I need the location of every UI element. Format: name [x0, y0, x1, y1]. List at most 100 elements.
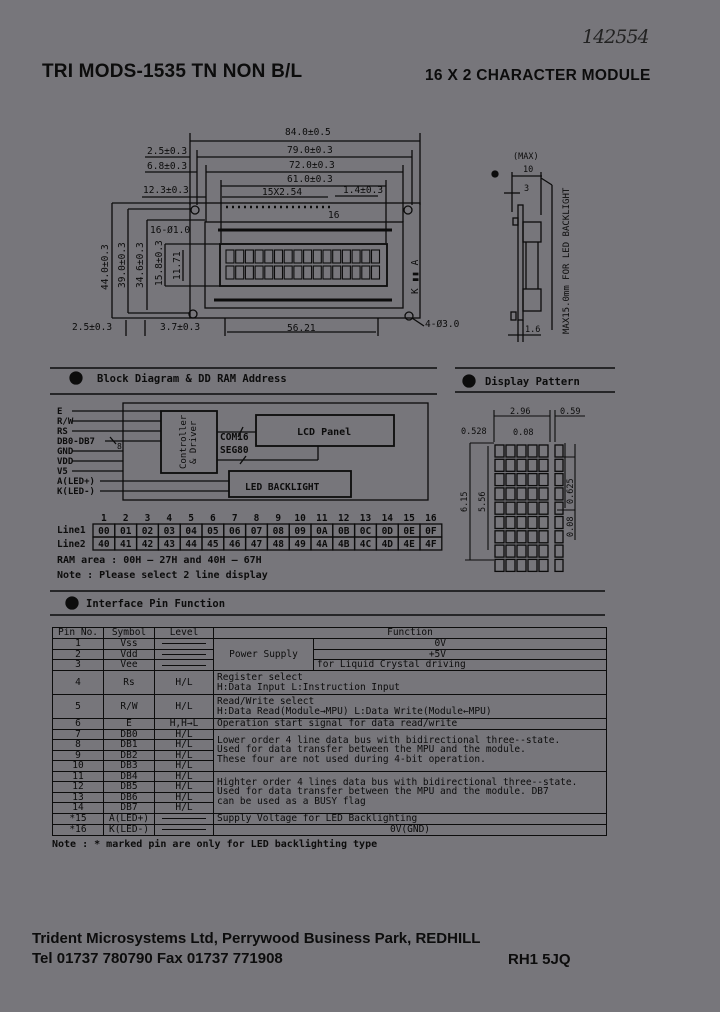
- character-cell: [244, 265, 254, 280]
- pin-number: *15: [52, 812, 104, 825]
- lower-bus-function-line: Used for data transfer between the MPU a…: [217, 744, 526, 756]
- pin-symbol-text: E: [126, 718, 132, 729]
- pixel-dot: [538, 472, 549, 487]
- column-number: 8: [254, 513, 260, 524]
- pixel-dot: [554, 444, 564, 458]
- character-cell: [351, 265, 361, 280]
- pin-symbol-text: DB4: [120, 771, 138, 782]
- line2-address: 41: [120, 539, 132, 550]
- pin-function: Supply Voltage for LED Backlighting: [213, 812, 607, 825]
- character-cell: [341, 265, 351, 280]
- pin-level: H/L: [154, 770, 214, 782]
- column-number: 4: [166, 513, 172, 524]
- viewing-area: [219, 243, 388, 287]
- column-number: 1: [101, 513, 107, 524]
- pin-function-text: for Liquid Crystal driving: [317, 659, 466, 671]
- pixel-dot: [554, 515, 564, 530]
- no-level-dash: [162, 818, 206, 819]
- pin-function: Operation start signal for data read/wri…: [213, 718, 607, 730]
- column-number: 10: [294, 513, 306, 524]
- pixel-dot: [516, 544, 527, 558]
- dim-char-height: 6.15: [460, 492, 470, 512]
- line2-address: 4F: [425, 539, 437, 550]
- header-cell: Function: [213, 627, 607, 639]
- footer-postcode: RH1 5JQ: [508, 951, 571, 968]
- character-cell: [225, 249, 235, 264]
- pin-number-text: 5: [75, 700, 81, 712]
- pin-symbol-text: Vee: [120, 659, 138, 671]
- line1-address: 0C: [360, 526, 372, 537]
- lcd-panel-label: LCD Panel: [297, 427, 351, 438]
- pin-number: 9: [52, 749, 104, 761]
- led-polarity-label: K ▮▮ A: [410, 259, 421, 294]
- bullet-icon: [69, 371, 83, 385]
- pin-level: H/L: [154, 760, 214, 772]
- side-max-label: (MAX): [513, 152, 539, 162]
- signal-label: RS: [57, 427, 68, 437]
- pixel-dot: [494, 501, 505, 515]
- pin-symbol: R/W: [103, 694, 155, 719]
- dim-pin-offset: 1.4±0.3: [343, 185, 383, 196]
- column-number: 11: [316, 513, 328, 524]
- column-number: 5: [188, 513, 194, 524]
- column-number: 12: [338, 513, 349, 524]
- backlight-max-note: MAX15.0mm FOR LED BACKLIGHT: [562, 187, 572, 334]
- side-view: [504, 172, 553, 342]
- pin-level: H/L: [154, 694, 214, 719]
- pixel-dot: [505, 515, 516, 530]
- pixel-dot: [538, 544, 549, 558]
- pin-level-text: H/L: [175, 771, 193, 782]
- line1-address: 0B: [338, 526, 350, 537]
- pin-number: 3: [52, 659, 104, 671]
- signal-label: V5: [57, 467, 68, 477]
- dim-height-44: 44.0±0.3: [100, 244, 111, 290]
- dot-pattern: [494, 444, 564, 573]
- character-cell: [273, 249, 284, 264]
- pin-number: *16: [52, 823, 104, 836]
- line1-address: 02: [142, 526, 153, 537]
- pin-number: 14: [52, 802, 104, 814]
- pixel-dot: [516, 501, 527, 515]
- pin-symbol: DB1: [103, 739, 155, 751]
- pixel-dot: [516, 530, 527, 544]
- pin-symbol: Vee: [103, 659, 155, 671]
- character-cell: [322, 265, 332, 280]
- dim-height-39: 39.0±0.3: [117, 242, 128, 288]
- pixel-dot: [516, 472, 527, 487]
- power-supply-cell-text: Power Supply: [229, 648, 298, 660]
- pin-number: 11: [52, 770, 104, 782]
- mount-hole-icon: [403, 205, 413, 215]
- pin-symbol-text: DB2: [120, 750, 138, 761]
- mount-hole-icon: [190, 205, 200, 215]
- upper-bus-function: Highter order 4 lines data bus with bidi…: [213, 770, 607, 814]
- pin-symbol: A(LED+): [103, 812, 155, 825]
- dim-char-height-inner: 5.56: [478, 492, 488, 512]
- pixel-dot: [527, 544, 538, 558]
- pin-function: +5V: [313, 648, 607, 660]
- pixel-dot: [516, 515, 527, 530]
- character-cell: [361, 265, 371, 280]
- line1-address: 0F: [425, 526, 437, 537]
- pin-level: H/L: [154, 781, 214, 793]
- pixel-dot: [527, 558, 538, 573]
- pin-function-text: +5V: [428, 649, 446, 660]
- pixel-dot: [554, 530, 564, 544]
- pin-number: 8: [52, 739, 104, 751]
- controller-box-label: Controller & Driver: [163, 412, 215, 472]
- pixel-dot: [554, 458, 564, 472]
- pin-16-label: 16: [328, 210, 340, 221]
- line1-address: 07: [251, 526, 262, 537]
- pin-level: H/L: [154, 728, 214, 740]
- pin-number: 5: [52, 694, 104, 719]
- pin-symbol-text: Vss: [120, 638, 138, 649]
- column-number: 7: [232, 513, 238, 524]
- header-cell-text: Symbol: [111, 627, 147, 639]
- line2-address: 47: [251, 539, 262, 550]
- dim-bottom-2: 3.7±0.3: [160, 322, 200, 333]
- table-row: 3 Vee for Liquid Crystal driving: [52, 659, 607, 671]
- dim-dot-vgap: 0.08: [566, 517, 576, 537]
- pin-function-text: Operation start signal for data read/wri…: [217, 718, 458, 729]
